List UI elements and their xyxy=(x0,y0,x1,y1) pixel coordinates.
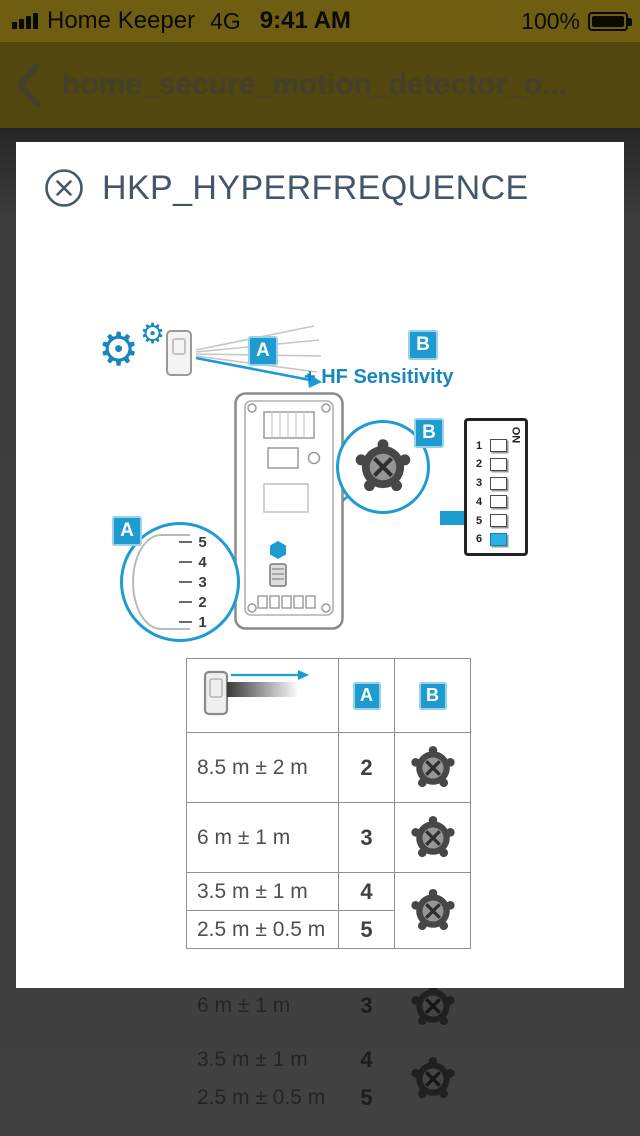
dip-toggle-icon xyxy=(490,532,507,546)
table-row: 2.5 m ± 0.5 m 5 xyxy=(186,910,471,949)
network-type-label: 4G xyxy=(210,7,241,34)
dial-cell xyxy=(394,872,471,949)
document-viewer-modal[interactable]: HKP_HYPERFREQUENCE ⚙ ⚙ A B + HF xyxy=(16,142,624,988)
dip-switch-block: ON 1 2 3 4 5 6 xyxy=(464,418,528,556)
table-row: 3.5 m ± 1 m 4 xyxy=(186,1040,471,1117)
dip-switch-2: 2 xyxy=(476,457,519,472)
gear-icon: ⚙ xyxy=(98,323,140,375)
dip-toggle-icon xyxy=(490,457,507,471)
table-row: 6 m ± 1 m 3 xyxy=(186,802,471,873)
circle-x-icon xyxy=(45,169,83,207)
chevron-left-icon xyxy=(17,63,40,107)
table-row: 8.5 m ± 2 m 2 xyxy=(186,732,471,803)
potentiometer-dial-icon xyxy=(355,439,411,492)
signal-strength-icon xyxy=(12,13,38,29)
motion-detector-icon xyxy=(166,330,192,376)
gear-icon-small: ⚙ xyxy=(140,318,166,349)
background-table: 6 m ± 1 m 3 3.5 m ± 1 m 4 2.5 m ± 0.5 m … xyxy=(186,970,471,1117)
dial-cell xyxy=(394,1040,471,1117)
potentiometer-dial-icon xyxy=(410,745,455,787)
detector-edge-arc xyxy=(132,534,190,630)
range-cell: 6 m ± 1 m xyxy=(186,802,339,873)
dial-cell xyxy=(394,802,471,873)
table-row: 2.5 m ± 0.5 m 5 xyxy=(186,1078,471,1117)
range-scale: 5 4 3 2 1 xyxy=(179,534,207,631)
dip-switch-5: 5 xyxy=(476,513,519,528)
potentiometer-dial-icon xyxy=(410,983,455,1025)
dip-switch-6: 6 xyxy=(476,532,519,547)
dip-toggle-icon xyxy=(490,514,507,528)
table-row: 3.5 m ± 1 m 4 xyxy=(186,872,471,949)
column-a-header-cell: A xyxy=(338,658,395,733)
legend-b-badge: B xyxy=(408,330,438,360)
switch-position-cell: 3 xyxy=(338,802,395,873)
column-b-badge: B xyxy=(418,681,447,710)
wiring-diagram: ⚙ ⚙ A B + HF Sensitivity xyxy=(16,318,624,660)
potentiometer-dial-icon xyxy=(410,815,455,857)
range-cell: 2.5 m ± 0.5 m xyxy=(186,910,339,949)
potentiometer-dial-icon xyxy=(410,888,455,930)
close-button[interactable] xyxy=(42,166,86,210)
hf-sensitivity-label: + HF Sensitivity xyxy=(304,366,454,388)
detector-internal-view xyxy=(234,392,344,630)
dip-toggle-icon xyxy=(490,476,507,490)
carrier-label: Home Keeper xyxy=(47,7,196,34)
table-header-row: A B xyxy=(186,658,471,733)
dip-on-label: ON xyxy=(508,426,521,444)
battery-icon xyxy=(588,11,632,31)
switch-position-cell: 5 xyxy=(338,1078,395,1117)
status-bar: Home Keeper 4G 9:41 AM 100% xyxy=(0,0,640,42)
range-header-cell xyxy=(186,658,339,733)
potentiometer-dial-icon xyxy=(410,1056,455,1098)
dip-switch-1: 1 xyxy=(476,438,519,453)
switch-position-cell: 4 xyxy=(338,872,395,911)
dip-switch-4: 4 xyxy=(476,494,519,509)
sensitivity-table: A B 8.5 m ± 2 m 2 6 m ± 1 m 3 3.5 m ± 1 … xyxy=(186,658,471,949)
clock: 9:41 AM xyxy=(259,7,351,34)
column-a-badge: A xyxy=(352,681,381,710)
callout-b-badge: B xyxy=(414,418,444,448)
switch-position-cell: 4 xyxy=(338,1040,395,1079)
nav-bar: home_secure_motion_detector_o... xyxy=(0,42,640,128)
dip-switch-3: 3 xyxy=(476,476,519,491)
battery-percent: 100% xyxy=(521,7,580,34)
document-title: HKP_HYPERFREQUENCE xyxy=(102,168,529,207)
legend-a-badge: A xyxy=(248,336,278,366)
document-filename: home_secure_motion_detector_o... xyxy=(62,68,568,101)
modal-header: HKP_HYPERFREQUENCE xyxy=(16,142,624,210)
range-cell: 3.5 m ± 1 m xyxy=(186,1040,339,1079)
switch-position-cell: 5 xyxy=(338,910,395,949)
callout-a-badge: A xyxy=(112,516,142,546)
range-cell: 2.5 m ± 0.5 m xyxy=(186,1078,339,1117)
column-b-header-cell: B xyxy=(394,658,471,733)
range-cell: 3.5 m ± 1 m xyxy=(186,872,339,911)
switch-position-cell: 2 xyxy=(338,732,395,803)
back-button[interactable] xyxy=(14,59,48,111)
dip-toggle-icon xyxy=(490,495,507,509)
dip-toggle-icon xyxy=(490,439,507,452)
dial-cell xyxy=(394,732,471,803)
range-cell: 8.5 m ± 2 m xyxy=(186,732,339,803)
detector-range-icon xyxy=(203,669,309,715)
